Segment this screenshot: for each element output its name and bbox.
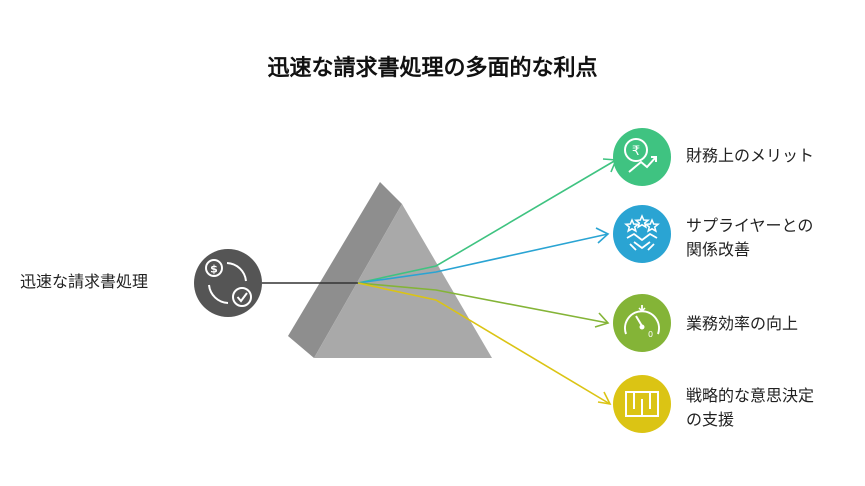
- output-label-strategy: 戦略的な意思決定 の支援: [686, 384, 856, 432]
- rupee-growth-icon: ₹: [613, 128, 671, 186]
- diagram-title: 迅速な請求書処理の多面的な利点: [267, 56, 598, 81]
- input-label: 迅速な請求書処理: [20, 272, 149, 291]
- ray-financial: [357, 159, 617, 284]
- arrowhead-efficiency: [594, 312, 610, 328]
- speedometer-icon: 0: [613, 294, 671, 352]
- arrowhead-strategy: [597, 391, 612, 406]
- prism-front-face: [314, 204, 492, 358]
- output-label-line: 業務効率の向上: [686, 314, 799, 333]
- output-rays: [357, 158, 618, 406]
- svg-text:$: $: [210, 263, 218, 276]
- ray-supplier: [357, 233, 609, 284]
- invoice-dollar-check-icon: $: [194, 249, 262, 317]
- svg-text:0: 0: [648, 330, 653, 339]
- maze-icon: [613, 375, 671, 433]
- svg-text:₹: ₹: [632, 144, 640, 159]
- output-label-line: の支援: [686, 410, 735, 429]
- output-label-line: 戦略的な意思決定: [686, 386, 815, 405]
- handshake-stars-icon: [613, 205, 671, 263]
- prism-side-face: [288, 182, 402, 358]
- output-label-supplier: サプライヤーとの 関係改善: [686, 214, 856, 262]
- output-label-line: 関係改善: [686, 240, 751, 259]
- ray-strategy: [357, 282, 611, 405]
- output-label-financial: 財務上のメリット: [686, 144, 856, 168]
- arrowhead-supplier: [595, 227, 610, 244]
- ray-efficiency: [357, 282, 609, 324]
- output-label-line: サプライヤーとの: [686, 216, 814, 235]
- output-label-efficiency: 業務効率の向上: [686, 312, 856, 336]
- output-label-line: 財務上のメリット: [686, 146, 815, 165]
